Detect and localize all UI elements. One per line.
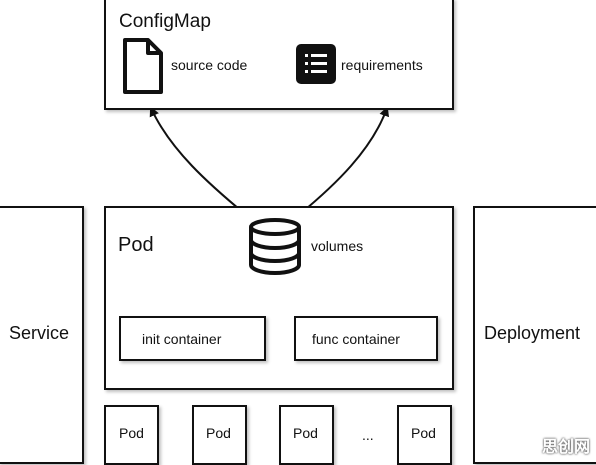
func-container-label: func container	[312, 331, 400, 347]
volumes-label: volumes	[311, 238, 364, 254]
file-icon	[123, 38, 163, 94]
replica-ellipsis: ...	[362, 427, 374, 443]
replica-pod-1-box	[104, 405, 159, 465]
watermark-text: 思创网	[541, 437, 590, 456]
replica-pod-3-label: Pod	[293, 425, 318, 441]
replica-pod-2-label: Pod	[206, 425, 231, 441]
init-container-box	[119, 316, 266, 361]
arrow-volumes-to-requirements	[299, 106, 390, 215]
configmap-title: ConfigMap	[119, 11, 211, 32]
replica-pod-1-label: Pod	[119, 425, 144, 441]
replica-pod-3-box	[279, 405, 334, 465]
database-icon	[249, 218, 301, 276]
replica-pod-4-label: Pod	[411, 425, 436, 441]
requirements-label: requirements	[341, 57, 423, 73]
func-container-box	[294, 316, 438, 361]
init-container-label: init container	[142, 331, 222, 347]
deployment-label: Deployment	[484, 323, 581, 343]
service-label: Service	[9, 323, 70, 343]
pod-title: Pod	[118, 234, 154, 256]
deployment-box	[473, 206, 596, 464]
arrow-volumes-to-source-code	[149, 106, 246, 215]
source-code-label: source code	[171, 57, 248, 73]
list-icon	[296, 44, 336, 84]
